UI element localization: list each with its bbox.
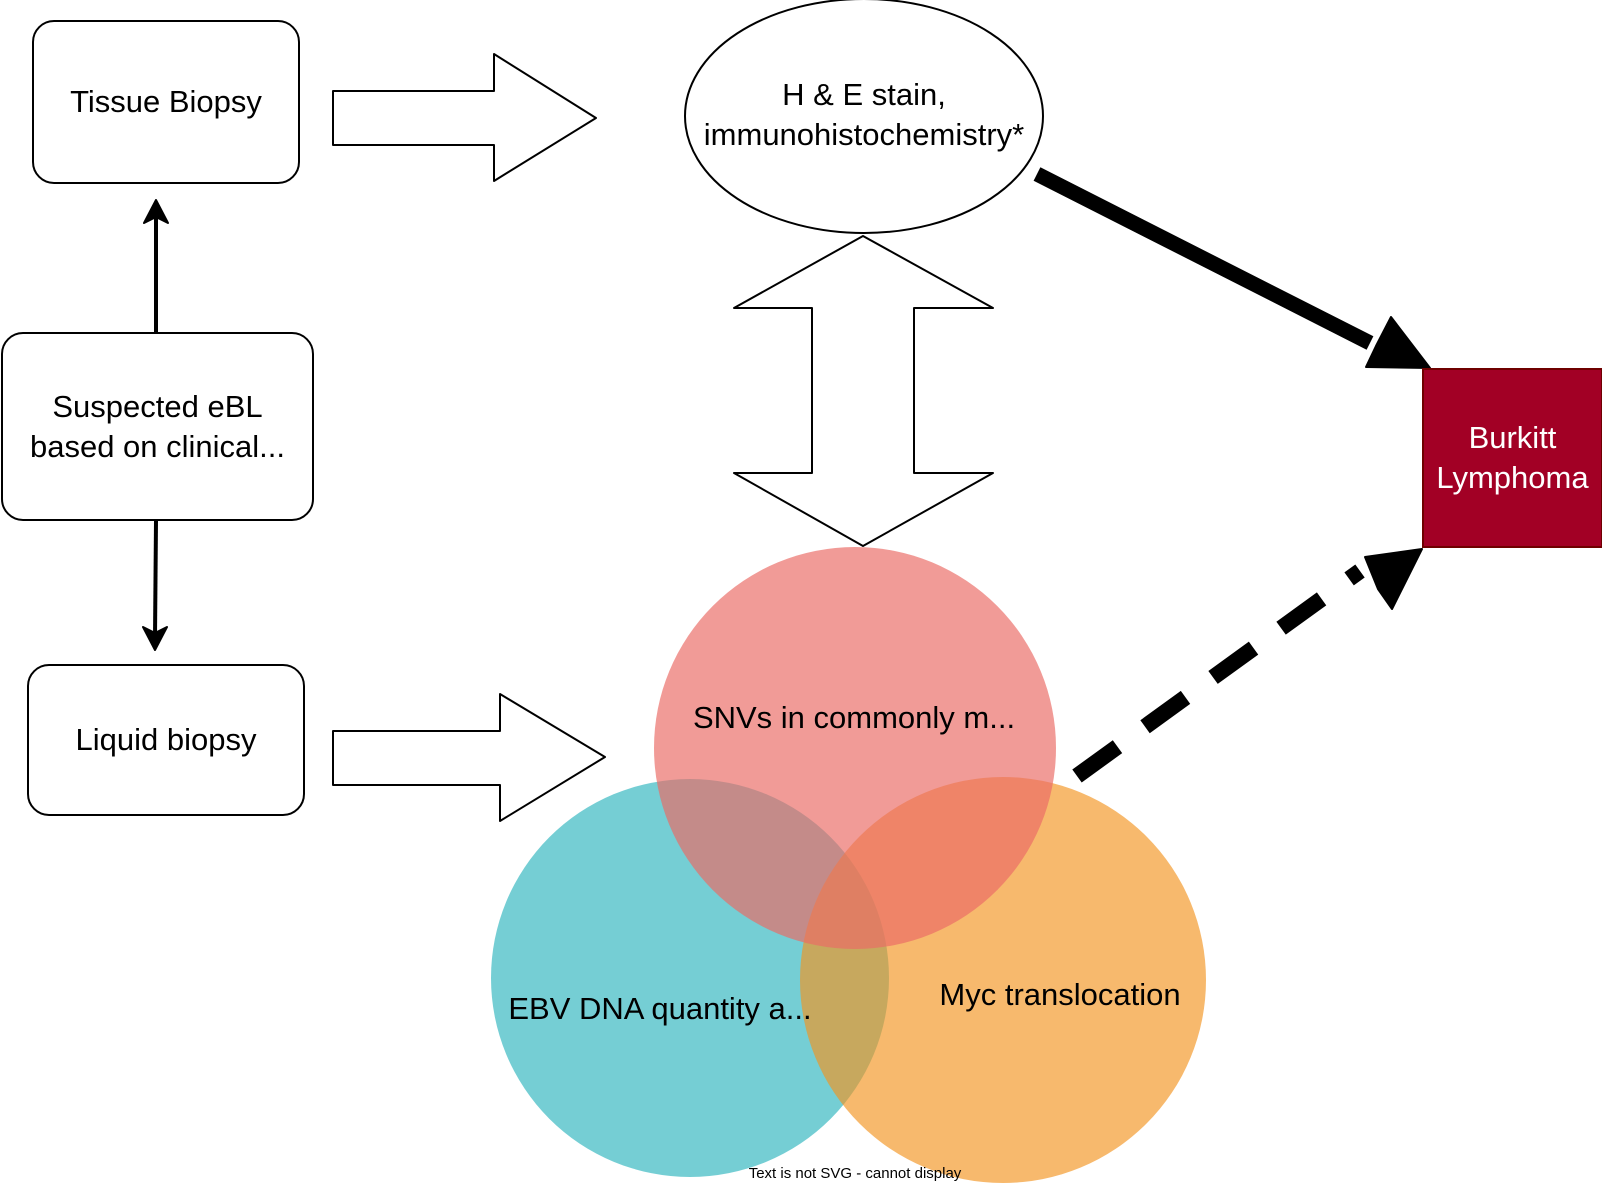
venn-to-burkitt-dashed-line — [1072, 564, 1365, 783]
suspected-to-tissue-arrowhead — [143, 199, 169, 224]
liquid-biopsy-box — [27, 664, 305, 816]
tissue-to-he-block-arrow — [332, 53, 597, 182]
burkitt-lymphoma-box — [1422, 368, 1602, 548]
suspected-to-liquid-line — [153, 520, 158, 637]
liquid-to-venn-block-arrow — [332, 693, 606, 822]
venn-to-burkitt-arrowhead — [1364, 548, 1423, 610]
he-to-burkitt-line — [1033, 167, 1374, 350]
he-venn-double-block-arrow — [733, 235, 994, 547]
he-to-burkitt-arrowhead — [1365, 316, 1431, 369]
snv-circle — [654, 547, 1056, 949]
suspected-to-liquid-arrowhead — [142, 626, 168, 651]
tissue-biopsy-box — [32, 20, 300, 184]
suspected-ebl-box — [1, 332, 314, 521]
he-stain-ellipse — [684, 0, 1044, 234]
